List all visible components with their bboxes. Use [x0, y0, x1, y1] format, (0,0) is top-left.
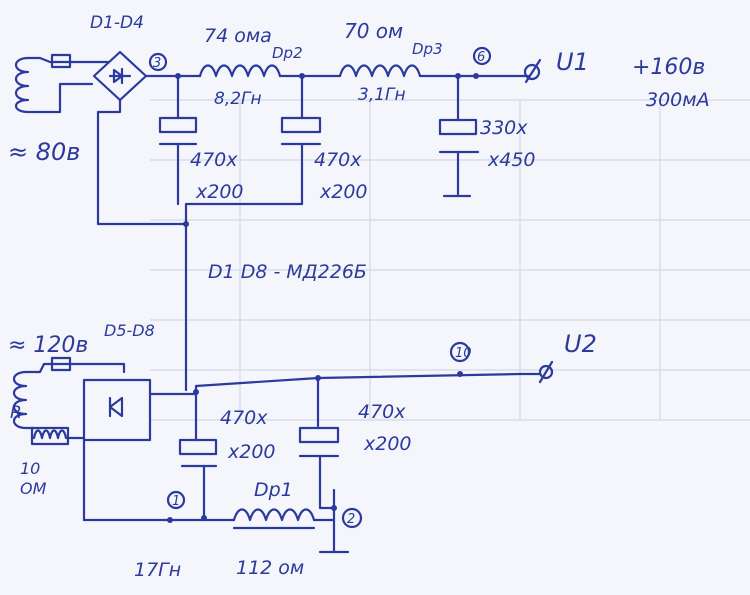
- label-c1-voltage: x200: [195, 181, 244, 203]
- label-c2-voltage: x200: [319, 181, 368, 203]
- label-c2-capacitance: 470x: [314, 149, 362, 171]
- label-dr3-inductance: 3,1Гн: [358, 85, 406, 105]
- label-dr1-resistance: 112 ом: [236, 557, 304, 579]
- u2-terminal: [538, 364, 554, 380]
- label-c1-capacitance: 470x: [190, 149, 238, 171]
- node-10-marker: [449, 341, 471, 363]
- label-dr1: Dр1: [254, 479, 293, 501]
- label-c3-voltage: x450: [487, 149, 536, 171]
- c4-capacitor: [178, 438, 218, 456]
- node-1-marker: [166, 490, 186, 510]
- c3-capacitor: [438, 118, 478, 136]
- label-d1-d4: D1-D4: [90, 13, 144, 33]
- label-node-1: 1: [172, 494, 180, 509]
- lower-fuse: [50, 356, 72, 372]
- labels: D1-D4 3 74 ома Dр2 70 ом Dр3 6 U1 +160в …: [8, 13, 710, 581]
- dr3-inductor: [338, 64, 422, 78]
- label-c5-capacitance: 470x: [358, 401, 406, 423]
- label-dr3-resistance: 70 ом: [344, 19, 403, 43]
- upper-rectifier: [14, 46, 542, 392]
- label-dr3: Dр3: [412, 40, 443, 58]
- label-dr2: Dр2: [272, 44, 303, 62]
- label-c4-capacitance: 470x: [220, 407, 268, 429]
- label-diode-type: D1 D8 - МД226Б: [208, 261, 367, 283]
- label-r-unit: ОМ: [20, 479, 47, 498]
- label-r: R: [10, 403, 22, 423]
- label-c4-voltage: x200: [227, 441, 276, 463]
- label-node-2: 2: [347, 512, 355, 527]
- c5-capacitor: [298, 426, 340, 444]
- label-u1-current: 300мА: [646, 89, 710, 111]
- label-c5-voltage: x200: [363, 433, 412, 455]
- label-dr2-resistance: 74 ома: [204, 25, 272, 47]
- dr2-inductor: [198, 64, 282, 78]
- label-input-80v: ≈ 80в: [8, 138, 80, 166]
- upper-transformer-winding: [14, 56, 30, 114]
- label-c3-capacitance: 330x: [480, 117, 528, 139]
- dr1-inductor: [232, 508, 316, 522]
- u1-terminal: [523, 63, 541, 81]
- label-node-6: 6: [477, 50, 485, 65]
- label-dr2-inductance: 8,2Гн: [214, 89, 262, 109]
- lower-diode-bridge: [82, 378, 152, 442]
- background-show-through: [150, 99, 750, 421]
- upper-fuse: [50, 53, 72, 69]
- lower-transformer-winding: [12, 370, 28, 430]
- label-u2: U2: [564, 330, 597, 358]
- resistor-r: [32, 429, 78, 440]
- label-d5-d8: D5-D8: [104, 321, 155, 340]
- label-node-10: 10: [455, 346, 472, 361]
- label-dr1-inductance: 17Гн: [134, 559, 181, 581]
- node-6-marker: [472, 46, 492, 66]
- label-input-120v: ≈ 120в: [8, 333, 88, 358]
- label-node-3: 3: [153, 56, 161, 71]
- c1-capacitor: [158, 116, 198, 134]
- label-u1-voltage: +160в: [632, 55, 705, 80]
- label-u1: U1: [556, 48, 589, 76]
- c2-capacitor: [280, 116, 322, 134]
- node-3-marker: [148, 52, 168, 72]
- node-2-marker: [341, 507, 363, 529]
- lower-rectifier: [12, 341, 554, 554]
- label-r-value: 10: [20, 459, 40, 478]
